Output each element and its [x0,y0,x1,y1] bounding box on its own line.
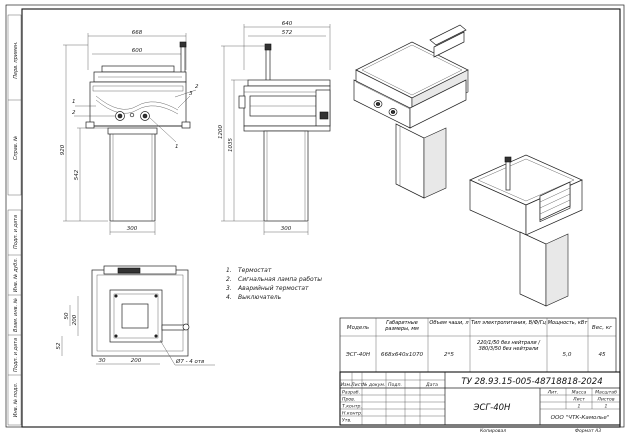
dim-plan-b: 200 [72,314,78,325]
spec-head-volume: Объем чаши, л [429,320,469,326]
dim-plan-a: 50 [64,312,70,319]
spec-head-weight: Вес, кг [592,325,612,331]
tb-sheet-value: 1 [578,404,581,410]
footer-format: Формат A3 [575,428,601,434]
tb-head-lit: Лит. [547,390,559,396]
tb-company: ООО "ЧТК-Камолье" [551,415,610,421]
stamp-sprav: Справ. № [13,136,19,160]
legend-text-4: Выключатель [238,294,282,301]
tb-product-name: ЭСГ-40Н [473,403,511,413]
tb-head-massa: Масса [572,390,587,396]
tb-sheets-value: 1 [605,404,608,410]
dim-side-leg-width: 300 [281,226,292,232]
dim-front-width-outer: 668 [132,30,143,36]
tb-col-podp: Подп. [388,382,402,388]
footer-kopiroval: Копировал [480,428,506,434]
stamp-perv-primen: Перв. примен. [13,41,19,79]
spec-cell-power-type: 220/1/50 без нейтрали / 380/3/50 без ней… [477,340,540,353]
callout-4-left: 1 [72,99,76,105]
dim-front-width-inner: 600 [132,48,143,54]
legend: 1. Термостат 2. Сигнальная лампа работы … [226,267,322,301]
tb-col-data: Дата [425,382,438,388]
dim-plan-c: 52 [56,342,62,349]
spec-table: Модель Габаритные размеры, мм Объем чаши… [339,317,617,373]
tb-row-utv: Утв. [342,418,352,424]
legend-num-4: 4. [226,294,232,301]
stamp-inv-dubl: Инв. № дубл. [13,258,19,292]
stamp-podp-data-2: Подп. и дата [13,338,19,372]
isometric-view-open [469,154,583,307]
front-view: 668 600 920 [60,30,199,235]
tb-row-razrab: Разраб. [342,390,360,396]
callout-3-left: 2 [72,110,76,116]
spec-cell-power: 5,0 [563,352,572,358]
dim-plan-d: 200 [131,358,142,364]
stamp-inv-podl: Инв. № подл. [13,383,19,418]
tb-row-prov: Пров. [342,397,355,403]
tb-sheets-label: Листов [596,397,614,403]
dim-front-height: 920 [60,144,66,155]
spec-head-dimensions: Габаритные размеры, мм [385,320,419,332]
callout-3-right: 3 [189,91,193,97]
dim-side-depth-inner: 572 [282,30,293,36]
side-view: 640 572 1200 1035 300 [218,21,331,235]
legend-num-3: 3. [226,285,232,292]
dim-front-leg-height: 542 [74,169,80,180]
spec-head-model: Модель [347,325,369,331]
dim-side-height-b: 1035 [228,138,234,152]
isometric-view-closed [353,24,469,199]
legend-num-2: 2. [226,276,232,283]
spec-cell-model: ЭСГ-40Н [345,352,371,358]
spec-head-power: Мощность, кВт [547,320,588,326]
spec-cell-volume: 2*5 [444,352,454,358]
legend-text-1: Термостат [238,267,272,274]
spec-cell-dimensions: 668х640х1070 [381,352,424,358]
tb-head-masshtab: Масштаб [595,390,617,396]
stamp-vzam-inv: Взам. инв. № [13,298,19,332]
tb-col-list: Лист [350,382,363,388]
stamp-podp-data-1: Подп. и дата [13,215,19,249]
plan-view: 50 200 52 200 30 Ø7 - 4 отв [56,265,215,366]
tb-col-dokum: № докум. [362,382,386,388]
tb-row-tkontr: Т.контр. [342,404,362,410]
legend-num-1: 1. [226,267,232,274]
title-block: Изм. Лист № докум. Подп. Дата Разраб. Пр… [339,371,621,426]
callout-1-right: 1 [175,144,179,150]
tb-col-izm: Изм. [341,382,352,388]
tb-sheet-label: Лист [572,397,585,403]
dim-plan-holes: Ø7 - 4 отв [175,358,204,365]
dim-side-depth-outer: 640 [282,21,293,27]
tb-row-nkontr: Н.контр. [342,411,363,417]
dim-plan-e: 30 [99,358,106,364]
spec-head-power-type: Тип электропитания, В/Ф/Гц [471,320,546,326]
tb-designation: ТУ 28.93.15-005-48718818-2024 [461,377,602,387]
legend-text-3: Аварийный термостат [237,285,309,292]
callout-2-right: 2 [195,84,199,90]
side-stamp-column: Перв. примен. Справ. № Подп. и дата Инв.… [7,14,22,426]
inner-frame [21,8,621,428]
dim-side-height-a: 1200 [218,125,224,139]
dim-front-leg-width: 300 [127,226,138,232]
spec-cell-weight: 45 [598,352,606,358]
legend-text-2: Сигнальная лампа работы [238,276,322,283]
